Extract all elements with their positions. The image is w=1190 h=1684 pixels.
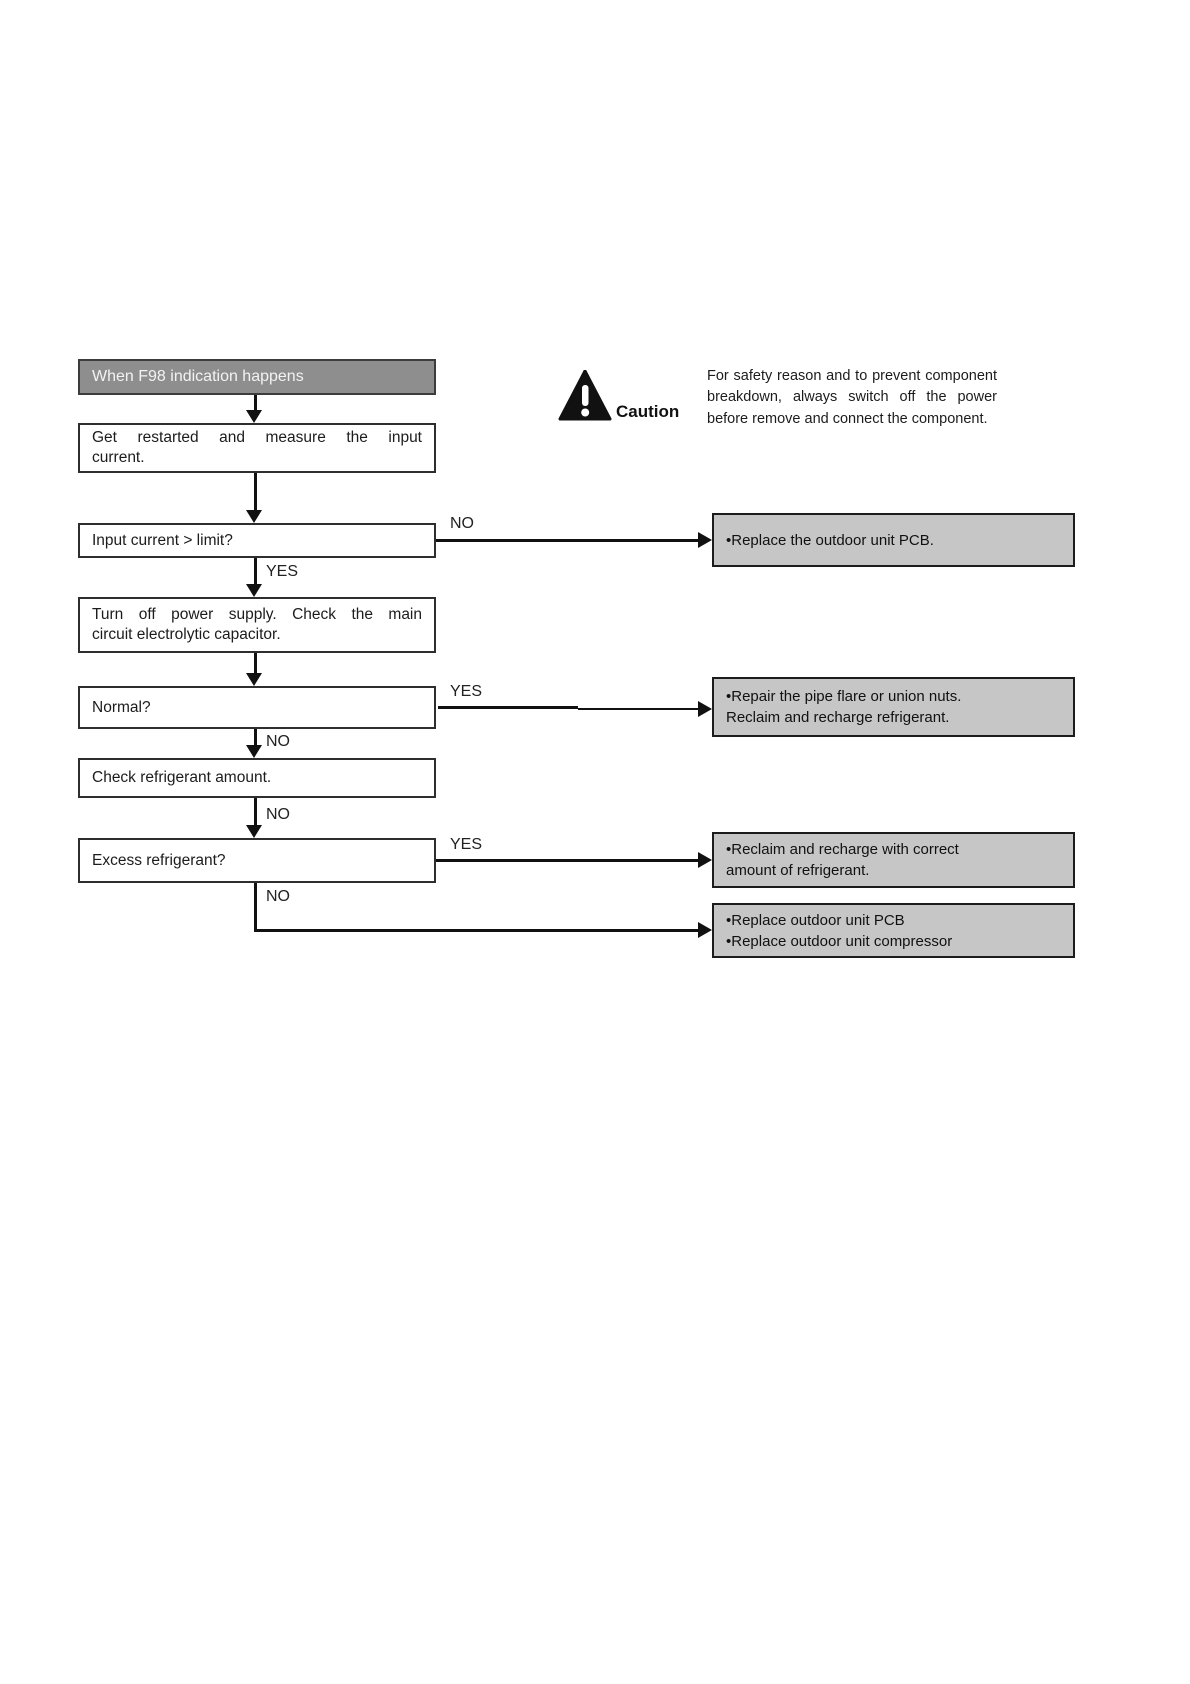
flow-node-check-refrigerant-label: Check refrigerant amount. [92,769,272,786]
arrowhead-right [698,922,712,938]
action-repair-pipe-text: •Repair the pipe flare or union nuts. Rec… [726,686,1061,728]
connector-turnoff-normal-line [254,653,257,674]
connector-normal-check-line [254,729,257,746]
arrowhead-right [698,701,712,717]
flow-node-turn-off: Turn off power supply. Check the main cir… [78,597,436,653]
flow-node-check-refrigerant: Check refrigerant amount. [78,758,436,798]
branch-label-no: NO [450,515,474,532]
connector-input-replacepcb-line [436,539,698,542]
flow-node-restart-text: Get restarted and measure the input curre… [92,428,422,468]
text-line: before remove and connect the component. [707,410,988,427]
flow-node-turn-off-text: Turn off power supply. Check the main cir… [92,605,422,645]
flow-node-start: When F98 indication happens [78,359,436,395]
flow-node-restart: Get restarted and measure the input curre… [78,423,436,473]
text-line: Get restarted and measure the input [92,429,422,446]
caution-text: For safety reason and to prevent compone… [707,366,997,430]
arrowhead-right [698,532,712,548]
arrowhead-down [246,510,262,523]
text-line: •Replace the outdoor unit PCB. [726,531,934,549]
caution-label: Caution [616,402,680,421]
action-replace-pcb-text: •Replace the outdoor unit PCB. [726,530,1061,551]
flow-node-input-current-label: Input current > limit? [92,531,233,549]
flow-node-input-current: Input current > limit? [78,523,436,558]
branch-label-yes: YES [266,563,299,580]
arrowhead-down [246,584,262,597]
warning-triangle-icon [558,369,612,427]
text-line: breakdown, always switch off the power [707,389,997,406]
arrowhead-down [246,825,262,838]
text-line: For safety reason and to prevent compone… [707,368,997,384]
flow-node-normal-label: Normal? [92,698,151,716]
branch-label-yes: YES [450,683,483,700]
connector-input-turnoff-line [254,558,257,585]
text-line: circuit electrolytic capacitor. [92,626,281,643]
action-reclaim-recharge-text: •Reclaim and recharge with correct amount… [726,839,1061,881]
flow-node-start-label: When F98 indication happens [92,368,304,385]
flow-node-normal: Normal? [78,686,436,729]
text-line: •Repair the pipe flare or union nuts. [726,688,962,705]
text-line: current. [92,449,145,466]
text-line: •Replace outdoor unit compressor [726,932,953,950]
action-box-repair-pipe: •Repair the pipe flare or union nuts. Rec… [712,677,1075,737]
text-line: Turn off power supply. Check the main [92,606,422,623]
text-line: amount of refrigerant. [726,862,870,879]
branch-label-no: NO [266,806,290,823]
flow-node-excess-refrigerant: Excess refrigerant? [78,838,436,883]
text-line: •Reclaim and recharge with correct [726,841,959,858]
arrowhead-down [246,745,262,758]
action-box-replace-pcb: •Replace the outdoor unit PCB. [712,513,1075,567]
connector-normal-repair-line-a [438,706,578,709]
text-line: Reclaim and recharge refrigerant. [726,709,950,726]
connector-normal-repair-line-b [578,708,698,710]
branch-label-no: NO [266,733,290,750]
connector-check-excess-line [254,798,257,827]
connector-excess-reclaim-line [436,859,698,862]
arrowhead-down [246,410,262,423]
branch-label-no: NO [266,888,290,905]
flow-node-excess-refrigerant-label: Excess refrigerant? [92,851,226,869]
connector-excess-replace-vline [254,883,257,932]
connector-excess-replace-hline [254,929,698,932]
connector-restart-input-line [254,473,257,511]
connector-start-restart-line [254,395,257,411]
action-box-replace-pcb-compressor: •Replace outdoor unit PCB •Replace outdoo… [712,903,1075,958]
action-box-reclaim-recharge: •Reclaim and recharge with correct amount… [712,832,1075,888]
branch-label-yes: YES [450,836,483,853]
arrowhead-right [698,852,712,868]
text-line: •Replace outdoor unit PCB [726,911,905,929]
arrowhead-down [246,673,262,686]
action-replace-pcb-compressor-text: •Replace outdoor unit PCB •Replace outdoo… [726,910,1061,952]
